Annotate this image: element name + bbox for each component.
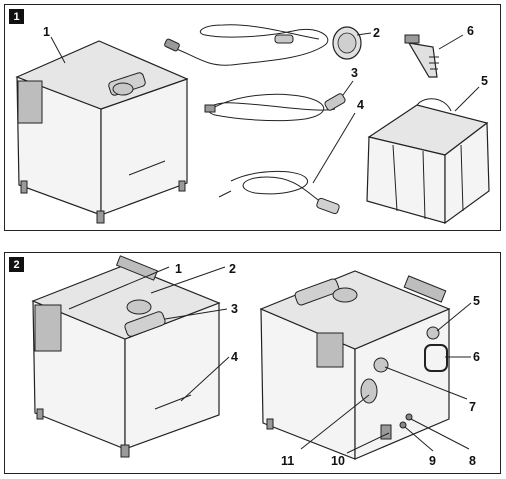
car-charging-cable [218, 170, 340, 215]
callout-4: 4 [231, 350, 238, 364]
callout-1: 1 [43, 25, 50, 39]
panel-2-badge: 2 [9, 257, 24, 272]
panel-1: 1 [4, 4, 501, 231]
callout-8: 8 [469, 454, 476, 468]
shower-unit [15, 40, 189, 224]
callout-6: 6 [467, 24, 474, 38]
callout-9: 9 [429, 454, 436, 468]
hose-adapter [404, 34, 439, 78]
callout-2: 2 [373, 26, 380, 40]
callout-2: 2 [229, 262, 236, 276]
callout-4: 4 [357, 98, 364, 112]
callout-1: 1 [175, 262, 182, 276]
panel-1-illustration: 1 2 3 4 5 6 [15, 24, 490, 225]
callout-6: 6 [473, 350, 480, 364]
hose [204, 93, 346, 122]
callout-7: 7 [469, 400, 476, 414]
carry-bag [366, 98, 490, 225]
callout-5: 5 [481, 74, 488, 88]
panel-1-badge: 1 [9, 9, 24, 24]
callout-3: 3 [351, 66, 358, 80]
shower-hose-with-head [164, 24, 362, 66]
panel-2-illustration: 1 2 3 4 5 6 7 8 9 10 11 [31, 255, 480, 468]
shower-unit-front-view [31, 255, 221, 458]
callout-10: 10 [331, 454, 345, 468]
callout-5: 5 [473, 294, 480, 308]
panel-2: 2 [4, 252, 501, 474]
callout-11: 11 [281, 454, 294, 468]
callout-3: 3 [231, 302, 238, 316]
shower-unit-back-view [259, 270, 451, 460]
